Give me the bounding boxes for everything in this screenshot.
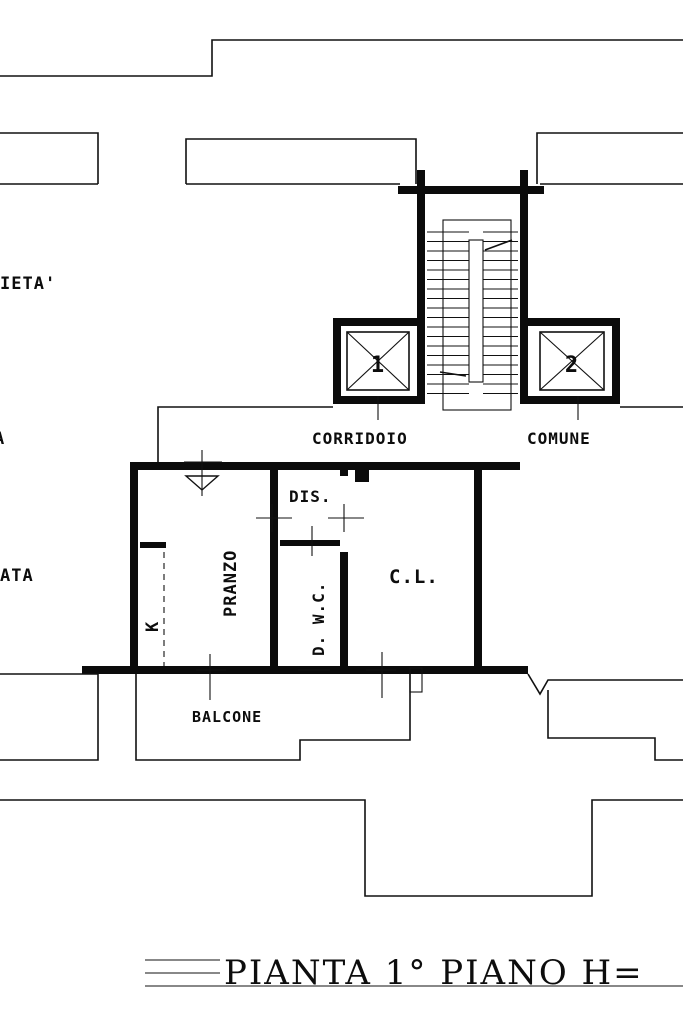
label-corridoio: CORRIDOIO [312, 429, 408, 448]
label-comune: COMUNE [527, 429, 591, 448]
stair-treads [427, 231, 518, 394]
lift-2-number: 2 [565, 353, 579, 378]
label-cl: C.L. [389, 566, 439, 588]
plan-title: PIANTA 1° PIANO H= [145, 953, 683, 993]
label-dwc: D. W.C. [309, 582, 328, 656]
common-corridor [157, 396, 683, 462]
label-k: K [143, 621, 163, 632]
label-dis: DIS. [289, 487, 332, 506]
openings [163, 450, 396, 700]
lift-2: 2 [528, 318, 620, 404]
label-left-ata: ATA [0, 566, 34, 586]
label-proprieta: IETA' [0, 274, 56, 294]
top-outline [0, 39, 683, 185]
lower-outline [0, 673, 683, 897]
label-pranzo: PRANZO [221, 550, 241, 617]
plan-title-text: PIANTA 1° PIANO H= [224, 953, 644, 993]
label-balcone: BALCONE [192, 708, 262, 726]
balcony [135, 667, 423, 761]
lift-1-number: 1 [371, 353, 385, 378]
stairwell [398, 170, 544, 411]
lift-1: 1 [333, 318, 423, 404]
room-labels: IETA' A ATA CORRIDOIO COMUNE DIS. PRANZO… [0, 274, 591, 726]
label-left-a: A [0, 429, 5, 449]
